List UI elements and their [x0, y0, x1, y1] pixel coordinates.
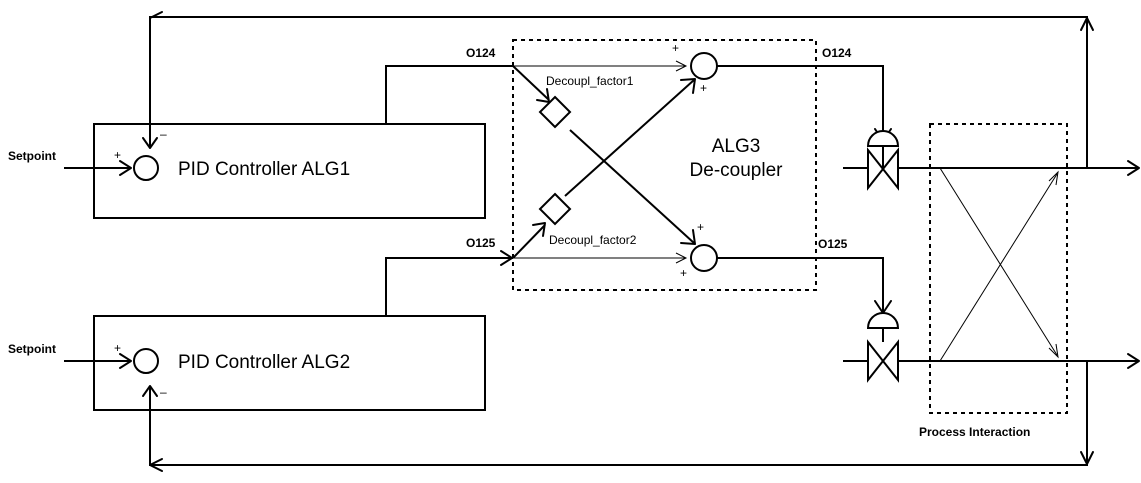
summing-junction-alg1: [133, 155, 159, 181]
dec1-top-sign: +: [672, 41, 679, 55]
path-sum2-to-valve2: [717, 257, 884, 312]
arrowhead-o125-direct: [675, 252, 688, 264]
setpoint-label-2: Setpoint: [8, 342, 56, 356]
arrowhead-sum2-cross: [680, 229, 696, 245]
dec1-bottom-sign: +: [700, 81, 707, 95]
setpoint-label-1: Setpoint: [8, 149, 56, 163]
control-valve-1: [866, 130, 900, 191]
decoupler-boundary: [512, 39, 817, 291]
output-line-o125: [385, 257, 513, 316]
decoupler-sum-2: [690, 244, 718, 272]
pid-controller-alg1-box: [93, 123, 486, 219]
arrowhead-factor2-in: [532, 222, 546, 237]
pid-controller-alg2-box: [93, 315, 486, 411]
sum1-setpoint-sign: +: [114, 148, 121, 162]
interaction-line-down: [939, 167, 1058, 356]
decoupl-factor2-label: Decoupl_factor2: [549, 233, 637, 247]
decoupl-factor1-block: [538, 95, 572, 129]
summing-junction-alg2: [133, 348, 159, 374]
arrowhead-o124-direct: [675, 60, 688, 72]
process-arrowhead-2: [1127, 353, 1140, 369]
decoupler-title-line1: ALG3: [712, 136, 761, 157]
dec2-top-sign: +: [697, 220, 704, 234]
decoupl-factor2-block: [538, 192, 572, 226]
path-factor1-to-sum2: [569, 129, 695, 244]
output-label-o125-out: O125: [818, 237, 848, 251]
process-interaction-boundary: [929, 123, 1068, 414]
interaction-arrowhead-up: [1048, 170, 1059, 186]
output-label-o124-in: O124: [466, 46, 496, 60]
process-interaction-label: Process Interaction: [919, 425, 1030, 439]
feedback-arrowhead-down: [1080, 451, 1094, 465]
pid-controller-alg1-label: PID Controller ALG1: [178, 159, 350, 180]
sum2-feedback-sign: –: [160, 385, 167, 399]
path-o125-to-factor2: [512, 224, 546, 259]
process-arrowhead-1: [1127, 160, 1140, 176]
decoupler-sum-1: [690, 52, 718, 80]
control-valve-2: [866, 312, 900, 383]
output-label-o124-out: O124: [822, 46, 852, 60]
output-label-o125-in: O125: [466, 236, 496, 250]
sum1-feedback-sign: –: [160, 127, 167, 141]
sum2-setpoint-sign: +: [114, 341, 121, 355]
decoupler-title-line2: De-coupler: [690, 160, 784, 181]
feedback-arrowhead-left-bottom: [149, 458, 163, 472]
path-factor2-to-sum1: [564, 79, 695, 197]
feedback-line-bottom: [149, 362, 1088, 466]
output-line-o124: [385, 65, 513, 124]
feedback-arrowhead-bottom: [142, 385, 158, 397]
path-sum1-to-valve1: [717, 65, 884, 140]
setpoint-arrowhead-1: [119, 160, 132, 176]
decoupl-factor1-label: Decoupl_factor1: [546, 74, 634, 88]
output-arrowhead-o125: [500, 250, 513, 266]
dec2-bottom-sign: +: [680, 266, 687, 280]
interaction-arrowhead-down: [1048, 343, 1059, 359]
interaction-line-up: [939, 173, 1058, 362]
feedback-arrowhead-top: [142, 137, 158, 149]
pid-controller-alg2-label: PID Controller ALG2: [178, 352, 350, 373]
path-o124-to-factor1: [512, 65, 550, 101]
setpoint-arrowhead-2: [119, 353, 132, 369]
arrowhead-sum1-cross: [680, 78, 696, 94]
feedback-arrowhead-left-top: [149, 11, 163, 19]
